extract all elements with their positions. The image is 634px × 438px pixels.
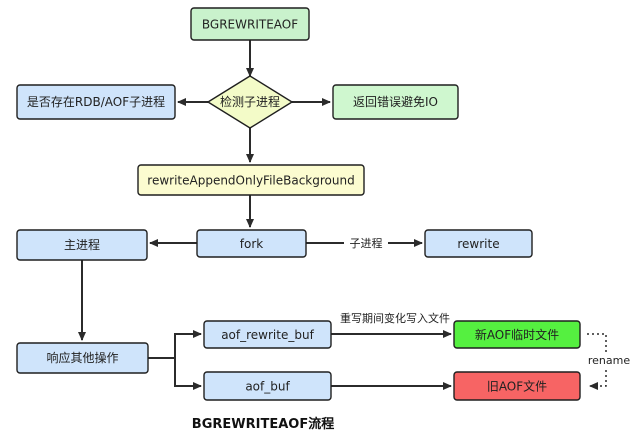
- node-label: aof_buf: [245, 380, 290, 394]
- edge-label-rename: rename: [588, 354, 630, 367]
- node-old-aof-file: 旧AOF文件: [453, 371, 581, 401]
- node-label: fork: [240, 237, 264, 251]
- node-aof-buf: aof_buf: [203, 371, 332, 401]
- node-bgrewriteaof: BGREWRITEAOF: [190, 7, 310, 41]
- node-child-exists: 是否存在RDB/AOF子进程: [16, 84, 176, 120]
- edge-label-child-process: 子进程: [350, 237, 383, 250]
- node-check-child-process: 检测子进程: [206, 75, 294, 129]
- node-label: 返回错误避免IO: [353, 94, 438, 109]
- node-label: 响应其他操作: [46, 350, 118, 365]
- edge-respond-to-aof-rewrite-buf: [148, 330, 202, 359]
- edge-label-write-changes: 重写期间变化写入文件: [340, 311, 450, 325]
- node-label: rewrite: [457, 237, 499, 251]
- node-fork: fork: [196, 229, 307, 258]
- node-label: 旧AOF文件: [487, 379, 547, 394]
- node-aof-rewrite-buf: aof_rewrite_buf: [203, 320, 332, 349]
- node-label: rewriteAppendOnlyFileBackground: [147, 174, 354, 188]
- node-return-error: 返回错误避免IO: [332, 84, 459, 120]
- node-label: 新AOF临时文件: [475, 327, 559, 342]
- edge-label-mask: [587, 352, 631, 368]
- node-label: 主进程: [64, 237, 100, 252]
- edge-respond-to-aof-buf: [148, 357, 202, 390]
- node-label: aof_rewrite_buf: [221, 328, 314, 342]
- diagram-caption: BGREWRITEAOF流程: [192, 416, 334, 432]
- node-label: 是否存在RDB/AOF子进程: [27, 94, 165, 109]
- node-respond: 响应其他操作: [16, 342, 149, 374]
- node-new-aof-temp-file: 新AOF临时文件: [453, 320, 581, 349]
- node-rewrite: rewrite: [424, 229, 533, 258]
- node-main-process: 主进程: [16, 229, 148, 261]
- node-label: 检测子进程: [220, 94, 280, 109]
- node-rewrite-bg: rewriteAppendOnlyFileBackground: [137, 164, 365, 196]
- node-label: BGREWRITEAOF: [202, 18, 298, 32]
- edge-label-mask: [344, 235, 388, 251]
